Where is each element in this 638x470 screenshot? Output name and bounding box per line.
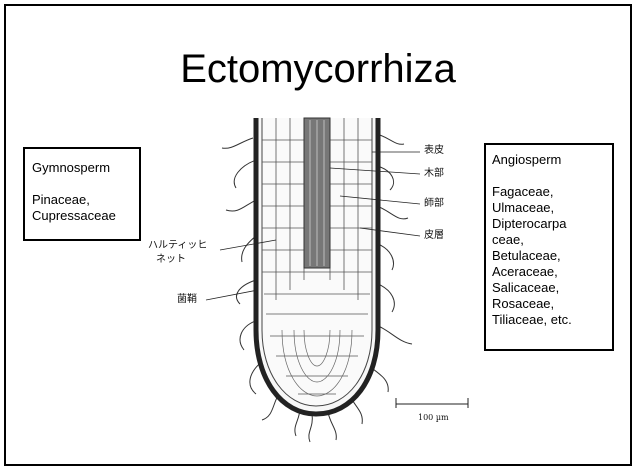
hypha	[234, 160, 256, 188]
label-hartig-net-line1: ハルティッヒ	[148, 240, 207, 252]
label-scale-bar: 100 µm	[418, 412, 449, 424]
label-phloem: 師部	[424, 198, 444, 210]
hypha	[226, 200, 256, 211]
label-hartig-net-line2: ネット	[156, 254, 186, 266]
angiosperm-heading: Angiosperm	[492, 152, 612, 168]
hypha	[328, 412, 336, 440]
gymnosperm-families: Pinaceae, Cupressaceae	[32, 192, 139, 224]
leader-fungal-sheath	[206, 290, 258, 300]
gymnosperm-box: Gymnosperm Pinaceae, Cupressaceae	[23, 147, 141, 241]
hypha	[377, 206, 408, 219]
label-xylem: 木部	[424, 168, 444, 180]
hypha	[377, 134, 404, 144]
label-fungal-sheath: 菌鞘	[177, 294, 197, 306]
label-cortex: 皮層	[424, 230, 444, 242]
angiosperm-box: Angiosperm Fagaceae, Ulmaceae, Dipteroca…	[484, 143, 614, 351]
angiosperm-families: Fagaceae, Ulmaceae, Dipterocarpa ceae, B…	[492, 184, 612, 328]
scale-bar	[396, 398, 468, 408]
hypha	[222, 138, 253, 148]
label-epidermis: 表皮	[424, 145, 444, 157]
gymnosperm-heading: Gymnosperm	[32, 160, 139, 176]
hypha	[309, 414, 312, 442]
